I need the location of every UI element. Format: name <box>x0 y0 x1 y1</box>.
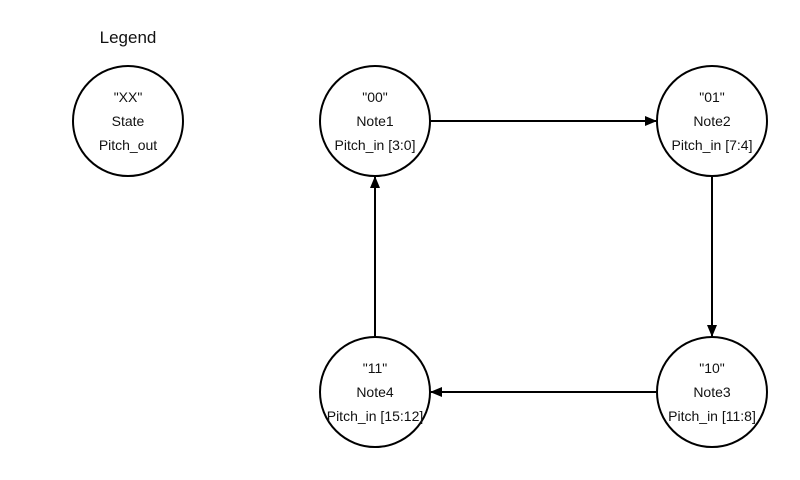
state-code: "10" <box>699 360 725 376</box>
state-code: "01" <box>699 89 725 105</box>
state-node-note2: "01" Note2 Pitch_in [7:4] <box>656 65 768 177</box>
state-node-note4: "11" Note4 Pitch_in [15:12] <box>319 336 431 448</box>
state-pitch: Pitch_out <box>98 137 158 153</box>
state-name: State <box>111 113 145 129</box>
state-pitch: Pitch_in [15:12] <box>326 408 424 424</box>
state-code: "00" <box>362 89 388 105</box>
state-pitch: Pitch_in [11:8] <box>668 408 756 424</box>
state-name: Note3 <box>693 384 731 400</box>
state-name: Note1 <box>356 113 394 129</box>
state-pitch: Pitch_in [7:4] <box>671 137 753 153</box>
legend-node: "XX" State Pitch_out <box>72 65 184 177</box>
state-node-note1: "00" Note1 Pitch_in [3:0] <box>319 65 431 177</box>
state-node-note3: "10" Note3 Pitch_in [11:8] <box>656 336 768 448</box>
state-pitch: Pitch_in [3:0] <box>334 137 416 153</box>
state-name: Note4 <box>356 384 394 400</box>
legend-title: Legend <box>99 28 157 47</box>
state-code: "11" <box>362 360 388 376</box>
state-code: "XX" <box>113 89 143 105</box>
state-name: Note2 <box>693 113 731 129</box>
